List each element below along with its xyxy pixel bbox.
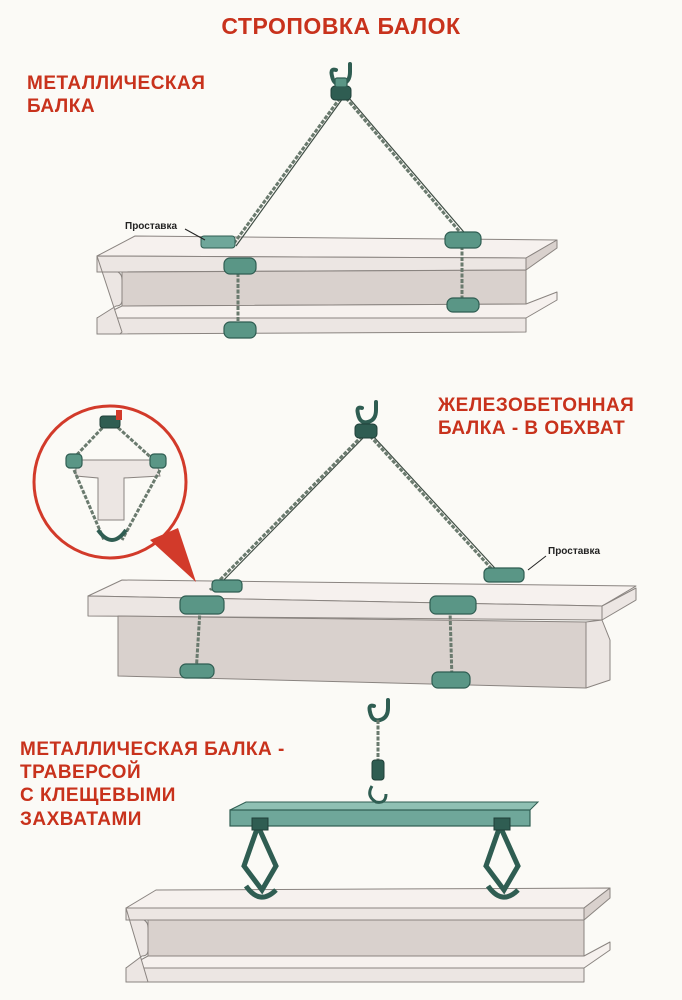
label-line: МЕТАЛЛИЧЕСКАЯ <box>27 73 206 94</box>
hook-icon <box>354 400 378 439</box>
label-line: С КЛЕЩЕВЫМИ <box>20 785 176 807</box>
spacer <box>483 567 525 583</box>
section-traverse-beam <box>125 698 611 983</box>
spacer-label-2: Проставка <box>548 546 601 557</box>
rope-clamp <box>446 297 480 313</box>
tong-grip-right <box>483 817 521 900</box>
label-line: БАЛКА <box>27 96 96 118</box>
label-line: БАЛКА - В ОБХВАТ <box>438 418 626 440</box>
spacer-label-1: Проставка <box>125 221 178 232</box>
beam-end-profile <box>96 255 123 335</box>
spacer <box>200 235 236 249</box>
label-line: ЖЕЛЕЗОБЕТОННАЯ <box>438 395 635 416</box>
t-beam <box>87 579 637 689</box>
spacer <box>211 579 243 593</box>
beam-right-top-edge <box>525 239 558 271</box>
label-line: ТРАВЕРСОЙ <box>20 762 142 784</box>
rope-clamp <box>444 231 482 249</box>
hook-icon <box>329 62 352 101</box>
sling-2 <box>194 434 505 681</box>
i-beam-3 <box>125 887 611 983</box>
rope-clamp <box>179 595 225 615</box>
rope-clamp <box>179 663 215 679</box>
beam-top-flange <box>96 235 558 259</box>
section-label-traverse-beam: МЕТАЛЛИЧЕСКАЯ БАЛКА - ТРАВЕРСОЙ С КЛЕЩЕВ… <box>20 738 285 831</box>
rope-clamp <box>223 321 257 339</box>
label-line: ЗАХВАТАМИ <box>20 808 142 830</box>
rope-clamp <box>431 671 471 689</box>
section-concrete-beam <box>32 400 637 689</box>
rope-clamp <box>429 595 477 615</box>
callout-magnifier <box>32 404 196 582</box>
section-metal-beam <box>96 62 558 339</box>
i-beam-1 <box>96 235 558 335</box>
tong-grip-left <box>241 817 279 900</box>
traverse-beam <box>229 801 540 827</box>
page-title: СТРОПОВКА БАЛОК <box>221 13 461 39</box>
hook-icon <box>367 698 390 804</box>
section-label-concrete-beam: ЖЕЛЕЗОБЕТОННАЯ БАЛКА - В ОБХВАТ <box>438 394 634 440</box>
label-line: МЕТАЛЛИЧЕСКАЯ БАЛКА - <box>20 739 285 760</box>
beam-bottom-flange-front <box>96 317 527 335</box>
section-label-metal-beam: МЕТАЛЛИЧЕСКАЯ БАЛКА <box>27 72 205 118</box>
rope-clamp-group-1 <box>184 228 482 339</box>
t-beam-end <box>585 587 637 689</box>
rope-clamp <box>223 257 257 275</box>
rope-clamp-group-2 <box>179 555 547 689</box>
